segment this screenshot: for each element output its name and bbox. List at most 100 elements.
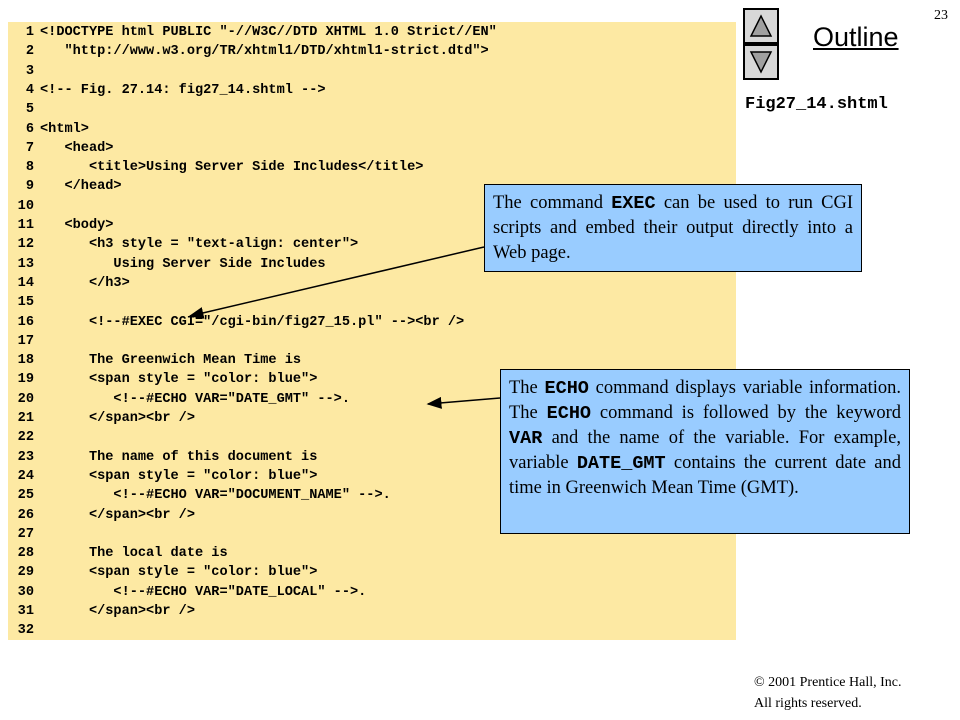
line-number: 22 — [17, 430, 34, 446]
line-number: 16 — [17, 314, 34, 330]
line-number: 5 — [25, 102, 34, 118]
code-line: 27 — [8, 525, 40, 544]
callout-keyword: ECHO — [546, 403, 592, 424]
code-line: 15 — [8, 293, 40, 312]
code-text: <html> — [40, 121, 89, 137]
line-number: 3 — [25, 63, 34, 79]
line-number: 27 — [17, 526, 34, 542]
code-text: <body> — [40, 218, 114, 233]
code-line: 24 <span style = "color: blue"> — [8, 467, 318, 486]
line-number: 25 — [17, 488, 34, 504]
callout-keyword: VAR — [509, 428, 543, 449]
code-line: 17 — [8, 332, 40, 351]
next-slide-button[interactable] — [743, 44, 779, 80]
code-text: The name of this document is — [40, 449, 318, 465]
code-line: 12 <h3 style = "text-align: center"> — [8, 235, 358, 254]
line-number: 14 — [17, 275, 34, 291]
code-line: 9 </head> — [8, 177, 122, 196]
code-line: 1 <!DOCTYPE html PUBLIC "-//W3C//DTD XHTM… — [8, 23, 497, 42]
callout-keyword: EXEC — [611, 193, 656, 214]
page-number: 23 — [934, 8, 948, 23]
line-number: 23 — [17, 449, 34, 465]
line-number: 31 — [17, 604, 34, 619]
code-line: 14 </h3> — [8, 274, 130, 293]
code-line: 19 <span style = "color: blue"> — [8, 370, 318, 389]
line-number: 17 — [17, 333, 34, 349]
code-line: 30 <!--#ECHO VAR="DATE_LOCAL" -->. — [8, 583, 367, 602]
line-number: 26 — [17, 507, 34, 523]
down-triangle-icon — [749, 51, 773, 74]
code-line: 21 </span><br /> — [8, 409, 195, 428]
line-number: 24 — [17, 468, 34, 484]
code-listing: 1 <!DOCTYPE html PUBLIC "-//W3C//DTD XHTM… — [8, 22, 736, 640]
line-number: 20 — [17, 391, 34, 407]
code-text: <title>Using Server Side Includes</title… — [40, 160, 424, 176]
outline-title[interactable]: Outline — [813, 22, 899, 52]
code-text: <head> — [40, 140, 114, 156]
code-line: 8 <title>Using Server Side Includes</tit… — [8, 158, 424, 177]
previous-slide-button[interactable] — [743, 8, 779, 44]
copyright-line-2: All rights reserved. — [754, 696, 862, 711]
callout-keyword: ECHO — [544, 378, 589, 399]
line-number: 11 — [17, 218, 34, 233]
code-text: <!DOCTYPE html PUBLIC "-//W3C//DTD XHTML… — [40, 25, 497, 40]
line-number: 21 — [17, 411, 34, 426]
line-number: 15 — [17, 295, 34, 311]
callout-text: command displays variable information. T… — [509, 378, 901, 423]
callout-keyword: DATE_GMT — [576, 453, 666, 474]
callout-text: can be used to run CGI scripts and embed… — [493, 193, 853, 263]
code-line: 29 <span style = "color: blue"> — [8, 563, 318, 582]
code-text: <span style = "color: blue"> — [40, 565, 318, 581]
code-line: 10 — [8, 197, 40, 216]
line-number: 28 — [17, 546, 34, 562]
line-number: 9 — [25, 179, 34, 195]
line-number: 4 — [25, 82, 34, 98]
code-line: 31 </span><br /> — [8, 602, 195, 621]
code-line: 22 — [8, 428, 40, 447]
code-text: <!--#ECHO VAR="DATE_LOCAL" -->. — [40, 584, 367, 600]
code-line: 7 <head> — [8, 139, 114, 158]
code-text: </h3> — [40, 275, 130, 291]
line-number: 2 — [25, 44, 34, 60]
code-line: 3 — [8, 62, 40, 81]
callout-text: contains the current date and time in Gr… — [509, 453, 901, 498]
code-line: 23 The name of this document is — [8, 448, 318, 467]
code-line: 28 The local date is — [8, 544, 228, 563]
callout-text: and the name of the variable. For exampl… — [509, 428, 901, 473]
copyright: © 2001 Prentice Hall, Inc. All rights re… — [754, 672, 902, 714]
code-text: </head> — [40, 179, 122, 195]
code-text: "http://www.w3.org/TR/xhtml1/DTD/xhtml1-… — [40, 44, 489, 60]
up-triangle-icon — [749, 14, 773, 37]
code-text: <!--#ECHO VAR="DOCUMENT_NAME" -->. — [40, 488, 391, 504]
code-text: </span><br /> — [40, 604, 195, 619]
line-number: 13 — [17, 256, 34, 272]
code-line: 18 The Greenwich Mean Time is — [8, 351, 301, 370]
callout-text: command is followed by the keyword — [591, 403, 901, 423]
code-text: <h3 style = "text-align: center"> — [40, 237, 359, 253]
line-number: 29 — [17, 565, 34, 581]
line-number: 32 — [17, 623, 34, 639]
line-number: 8 — [25, 160, 34, 176]
code-text: <!-- Fig. 27.14: fig27_14.shtml --> — [40, 82, 326, 98]
echo-callout: The ECHO command displays variable infor… — [500, 369, 910, 534]
line-number: 12 — [17, 237, 34, 253]
code-line: 25 <!--#ECHO VAR="DOCUMENT_NAME" -->. — [8, 486, 391, 505]
line-number: 7 — [25, 140, 34, 156]
code-line: 32 — [8, 621, 40, 640]
line-number: 18 — [17, 353, 34, 369]
code-text: </span><br /> — [40, 411, 195, 426]
exec-callout: The command EXEC can be used to run CGI … — [484, 184, 862, 272]
copyright-line-1: © 2001 Prentice Hall, Inc. — [754, 675, 902, 690]
code-line: 16 <!--#EXEC CGI="/cgi-bin/fig27_15.pl" … — [8, 313, 465, 332]
code-line: 5 — [8, 100, 40, 119]
callout-text: The command — [493, 193, 612, 213]
code-text: The local date is — [40, 546, 228, 562]
code-line: 26 </span><br /> — [8, 506, 195, 525]
code-line: 13 Using Server Side Includes — [8, 255, 326, 274]
code-line: 2 "http://www.w3.org/TR/xhtml1/DTD/xhtml… — [8, 42, 489, 61]
code-line: 20 <!--#ECHO VAR="DATE_GMT" -->. — [8, 390, 350, 409]
line-number: 1 — [25, 25, 34, 40]
code-line: 11 <body> — [8, 216, 114, 235]
callout-text: The — [509, 378, 545, 398]
line-number: 19 — [17, 372, 34, 388]
